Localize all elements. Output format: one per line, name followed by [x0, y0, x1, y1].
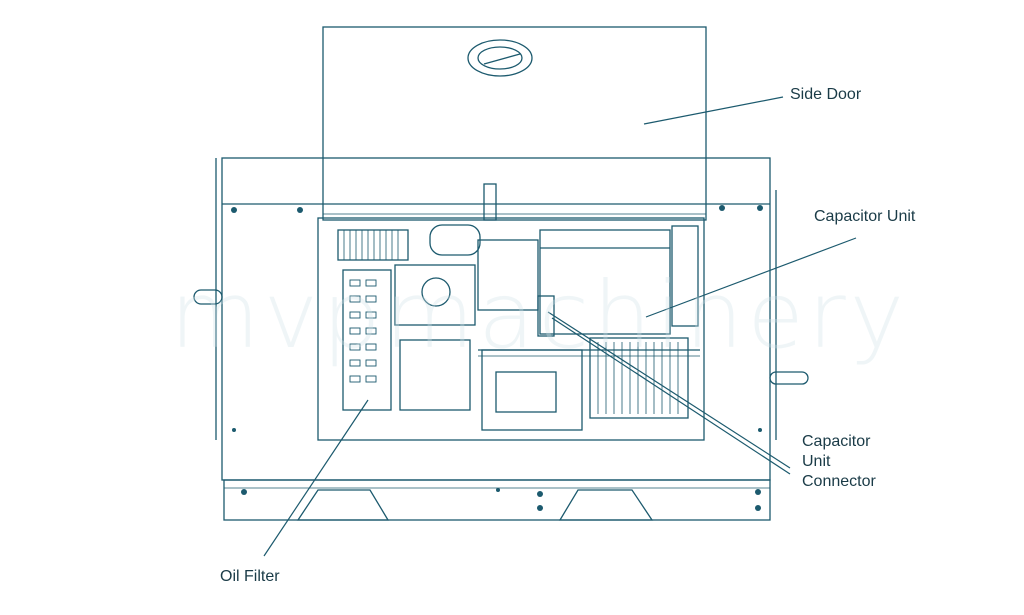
capacitor-bracket-right: [671, 225, 699, 327]
engine-lower: [399, 339, 471, 411]
handle-left: [193, 289, 223, 305]
radiator-block: [337, 229, 409, 261]
center-bracket: [483, 183, 497, 221]
capacitor-unit-box: [539, 229, 671, 335]
label-oil-filter: Oil Filter: [220, 568, 280, 585]
engine-pulley: [421, 277, 451, 307]
engine-bay: [317, 217, 705, 441]
leader-capacitor-unit: [645, 237, 857, 318]
door-latch-inner: [477, 46, 523, 70]
panel-slots: [349, 279, 377, 383]
heatsink-module: [589, 337, 689, 419]
leader-connector-a: [547, 311, 791, 469]
label-connector-line3: Connector: [802, 473, 876, 490]
door-latch-lever: [483, 53, 521, 65]
label-side-door: Side Door: [790, 86, 862, 103]
fork-pocket-right: [558, 489, 654, 521]
engine-block: [394, 264, 476, 326]
handle-right: [769, 371, 809, 385]
oil-filter-panel: [342, 269, 392, 411]
leader-oil-filter: [263, 399, 369, 557]
base-skid: [223, 479, 771, 521]
lower-frame-inner: [495, 371, 557, 413]
lower-frame: [481, 349, 583, 431]
heatsink-fins: [597, 342, 679, 414]
air-cleaner: [429, 224, 481, 256]
leader-side-door: [643, 96, 784, 125]
center-frame: [477, 239, 539, 311]
radiator-fins: [343, 230, 399, 260]
bolts: [231, 205, 763, 511]
side-door: [322, 26, 707, 221]
label-connector-line2: Unit: [802, 453, 831, 470]
leader-connector-b: [551, 317, 791, 475]
fork-pocket-left: [296, 489, 390, 521]
door-latch: [467, 39, 533, 77]
label-capacitor-unit: Capacitor Unit: [814, 208, 916, 225]
label-connector-line1: Capacitor: [802, 433, 871, 450]
